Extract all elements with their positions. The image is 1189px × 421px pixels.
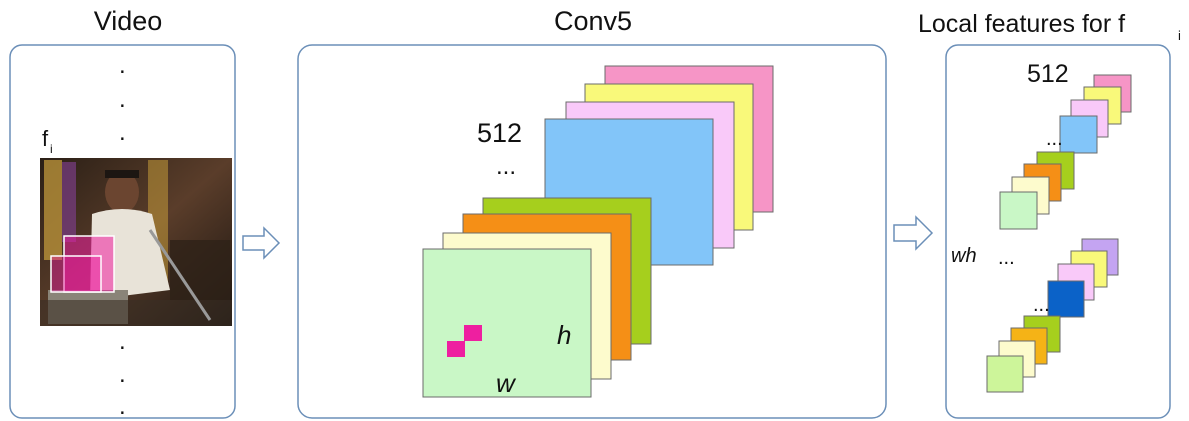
frame-dots-top: . . . [119,52,126,146]
dot: . [119,119,126,146]
highlight-region [63,235,115,293]
dot: . [119,86,126,113]
local-ellipsis-top: ... [1046,128,1063,150]
width-label: w [496,368,517,398]
local-ellipsis-bottom: ... [1033,294,1050,316]
frame-dots-bottom: . . . [119,328,126,420]
feature-vector-cell [999,191,1038,230]
frame-label-subscript: i [50,142,53,156]
video-frame-image [40,158,232,326]
conv5-depth-label: 512 [477,118,522,148]
conv5-ellipsis: ... [496,153,516,180]
dot: . [119,328,126,355]
feature-vector-cell [1059,115,1098,154]
dot: . [119,393,126,420]
local-depth-label: 512 [1027,60,1069,88]
arrow-video-to-conv5 [242,226,281,260]
video-title: Video [94,6,163,36]
local-feature-chain-bottom [986,238,1119,393]
conv5-title: Conv5 [554,6,632,36]
feature-map-stack [422,65,774,398]
wh-label: wh [951,245,977,267]
frame-label: f [42,126,49,151]
feature-vector-cell [986,355,1024,393]
dot: . [119,52,126,79]
height-label: h [557,320,571,350]
local-features-title-subscript: i [1178,28,1181,43]
local-features-title: Local features for f [918,10,1125,38]
feature-vector-cell [1047,280,1085,318]
dot: . [119,361,126,388]
local-ellipsis-middle: ... [998,247,1015,269]
arrow-conv5-to-local [893,215,934,251]
highlight-region [50,255,102,293]
feature-map [422,248,592,398]
local-features-panel [945,44,1171,419]
local-feature-cell [447,341,465,357]
local-feature-chain-top [999,74,1132,230]
local-feature-cell [464,325,482,341]
